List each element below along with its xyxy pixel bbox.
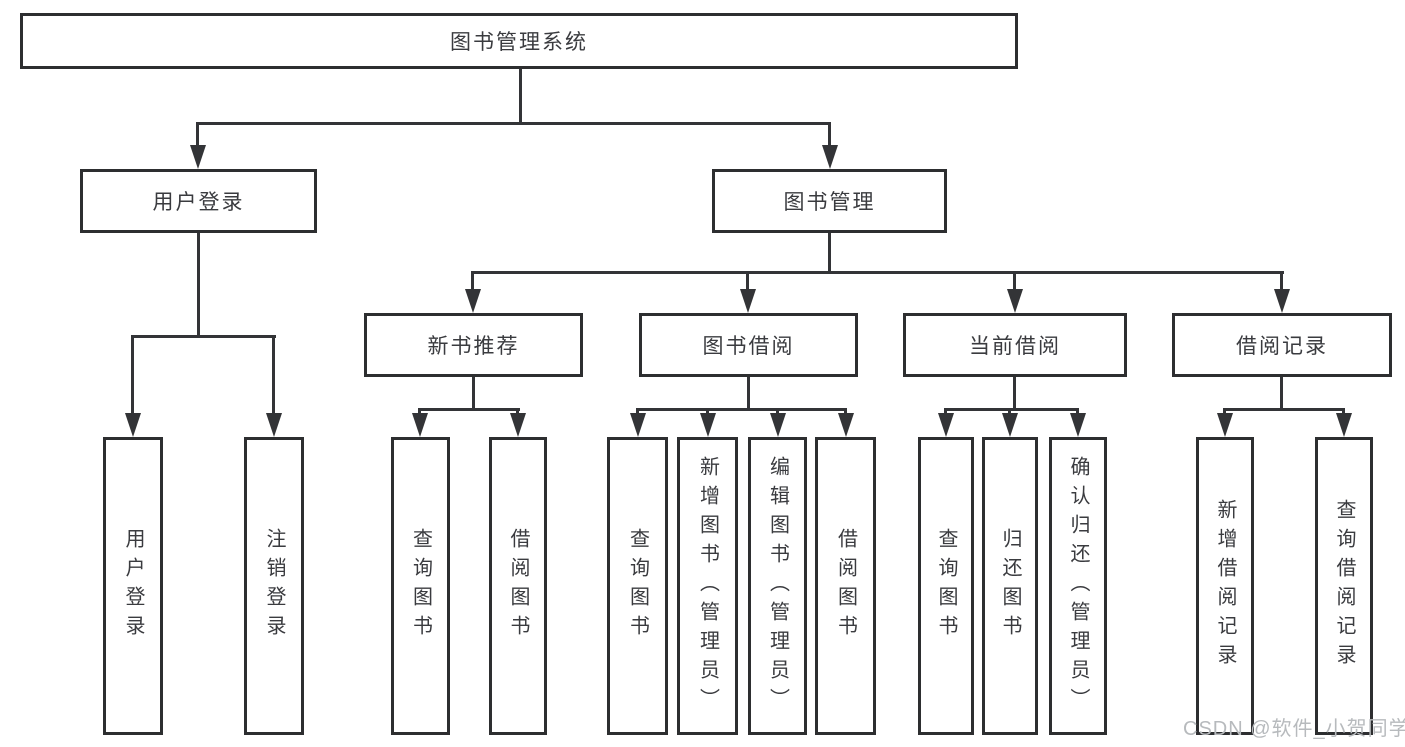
arrowhead-down-icon	[1007, 289, 1023, 313]
arrowhead-down-icon	[1217, 413, 1233, 437]
leaf-add-borrow-record: 新增借阅记录	[1196, 437, 1254, 735]
leaf-query-borrow-record: 查询借阅记录	[1315, 437, 1373, 735]
leaf-user-login: 用户登录	[103, 437, 163, 735]
csdn-watermark: CSDN @软件_小贺同学	[1183, 718, 1405, 740]
arrowhead-down-icon	[700, 413, 716, 437]
connector-nbr-split	[419, 408, 520, 411]
connector-book-mgmt-split	[472, 271, 1284, 274]
leaf-query-books: 查询图书	[918, 437, 974, 735]
arrowhead-down-icon	[465, 289, 481, 313]
connector-leaf	[1223, 408, 1226, 416]
leaf-edit-books-admin: 编辑图书（管理员）	[748, 437, 807, 735]
arrowhead-down-icon	[740, 289, 756, 313]
arrowhead-down-icon	[1002, 413, 1018, 437]
leaf-query-books: 查询图书	[391, 437, 450, 735]
connector-leaf	[1342, 408, 1345, 416]
arrowhead-down-icon	[412, 413, 428, 437]
node-user-login: 用户登录	[80, 169, 317, 233]
connector-to-leaf-user-login	[131, 335, 134, 417]
arrowhead-down-icon	[822, 145, 838, 169]
leaf-borrow-books: 借阅图书	[815, 437, 876, 735]
leaf-return-books: 归还图书	[982, 437, 1038, 735]
node-current-borrowing: 当前借阅	[903, 313, 1127, 377]
connector-to-book-management	[828, 122, 831, 150]
node-book-management: 图书管理	[712, 169, 947, 233]
connector-leaf	[706, 408, 709, 416]
arrowhead-down-icon	[1336, 413, 1352, 437]
connector-leaf	[516, 408, 519, 416]
connector-leaf	[1076, 408, 1079, 416]
connector-root-stem	[519, 67, 522, 122]
leaf-add-books-admin: 新增图书（管理员）	[677, 437, 738, 735]
connector-to-leaf-logout	[272, 335, 275, 417]
connector-to-current-borrowing	[1013, 271, 1016, 293]
connector-root-split	[197, 122, 831, 125]
node-library-management-system: 图书管理系统	[20, 13, 1018, 69]
arrowhead-down-icon	[125, 413, 141, 437]
connector-br-stem	[1280, 377, 1283, 408]
connector-to-book-borrowing	[746, 271, 749, 293]
connector-to-borrowing-records	[1280, 271, 1283, 293]
arrowhead-down-icon	[190, 145, 206, 169]
connector-leaf	[776, 408, 779, 416]
arrowhead-down-icon	[838, 413, 854, 437]
connector-to-user-login	[196, 122, 199, 150]
connector-leaf	[844, 408, 847, 416]
connector-bb-stem	[747, 377, 750, 408]
connector-nbr-stem	[472, 377, 475, 408]
arrowhead-down-icon	[1070, 413, 1086, 437]
connector-leaf	[636, 408, 639, 416]
connector-cb-split	[945, 408, 1079, 411]
connector-br-split	[1224, 408, 1345, 411]
arrowhead-down-icon	[1274, 289, 1290, 313]
arrowhead-down-icon	[510, 413, 526, 437]
connector-leaf	[418, 408, 421, 416]
leaf-logout: 注销登录	[244, 437, 304, 735]
arrowhead-down-icon	[630, 413, 646, 437]
connector-cb-stem	[1013, 377, 1016, 408]
connector-user-login-stem	[197, 233, 200, 335]
connector-book-mgmt-stem	[828, 233, 831, 271]
node-borrowing-records: 借阅记录	[1172, 313, 1392, 377]
connector-user-login-split	[132, 335, 276, 338]
connector-to-new-book-rec	[471, 271, 474, 293]
leaf-confirm-return-admin: 确认归还（管理员）	[1049, 437, 1107, 735]
leaf-borrow-books: 借阅图书	[489, 437, 547, 735]
connector-leaf	[1008, 408, 1011, 416]
node-book-borrowing: 图书借阅	[639, 313, 858, 377]
connector-bb-split	[636, 408, 847, 411]
arrowhead-down-icon	[770, 413, 786, 437]
leaf-query-books: 查询图书	[607, 437, 668, 735]
connector-leaf	[944, 408, 947, 416]
node-new-book-recommendation: 新书推荐	[364, 313, 583, 377]
arrowhead-down-icon	[938, 413, 954, 437]
arrowhead-down-icon	[266, 413, 282, 437]
